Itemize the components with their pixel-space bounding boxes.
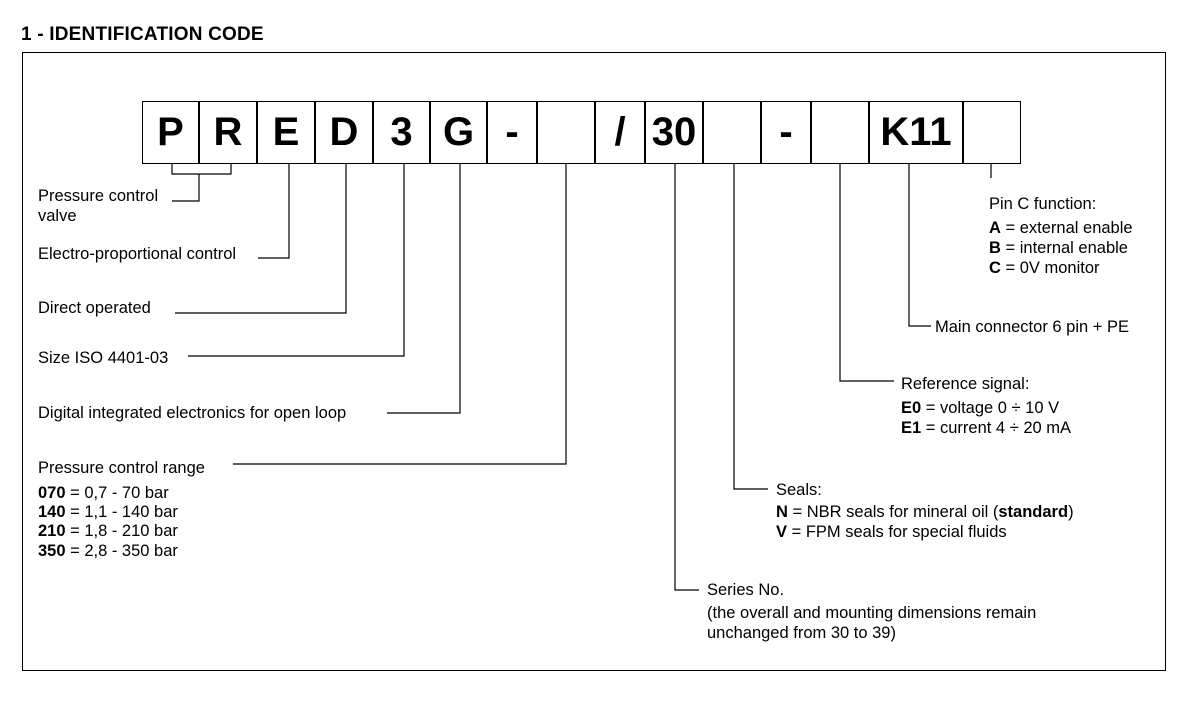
leader-series (674, 164, 699, 591)
code-box-connector: K11 (869, 101, 963, 164)
reference-option-e0: E0 = voltage 0 ÷ 10 V (901, 398, 1059, 418)
pinc-text: = internal enable (1000, 239, 1128, 257)
seals-bold-tail: standard (998, 503, 1069, 521)
leader-digital (387, 164, 461, 414)
seals-option-v: V = FPM seals for special fluids (776, 522, 1007, 542)
code-box-pressure-range (537, 101, 595, 164)
leader-size (188, 164, 405, 357)
leader-direct (175, 164, 347, 314)
label-connector: Main connector 6 pin + PE (935, 318, 1129, 336)
reference-code: E0 (901, 399, 922, 417)
range-option-070: 070 = 0,7 - 70 bar (38, 483, 169, 503)
label-series-note-1: (the overall and mounting dimensions rem… (707, 604, 1037, 622)
label-series-note-2: unchanged from 30 to 39) (707, 624, 896, 642)
pinc-code: A (989, 219, 1001, 237)
code-box-seals (703, 101, 761, 164)
range-text: = 1,1 - 140 bar (65, 503, 178, 521)
leader-reference (839, 164, 894, 382)
pinc-option-c: C = 0V monitor (989, 258, 1100, 278)
label-range-title: Pressure control range (38, 459, 205, 477)
reference-text: = current 4 ÷ 20 mA (921, 419, 1072, 437)
label-reference-title: Reference signal: (901, 375, 1030, 393)
pinc-code: C (989, 259, 1001, 277)
pinc-option-b: B = internal enable (989, 238, 1128, 258)
label-seals-title: Seals: (776, 481, 822, 499)
range-code: 140 (38, 503, 66, 521)
leader-pressure-range (233, 164, 567, 465)
label-series-title: Series No. (707, 581, 785, 599)
range-code: 350 (38, 542, 66, 560)
code-box-p: P (142, 101, 199, 164)
seals-code: V (776, 523, 788, 541)
leader-seals (733, 164, 768, 490)
code-box-size: 3 (373, 101, 430, 164)
leader-pressure-valve-stem (172, 174, 200, 202)
code-box-slash: / (595, 101, 645, 164)
code-box-e: E (257, 101, 315, 164)
seals-text: = NBR seals for mineral oil ( (787, 503, 999, 521)
seals-text: = FPM seals for special fluids (787, 523, 1007, 541)
code-box-reference (811, 101, 869, 164)
range-text: = 0,7 - 70 bar (65, 484, 169, 502)
leader-electro (258, 164, 290, 259)
leader-connector (908, 164, 931, 327)
reference-code: E1 (901, 419, 922, 437)
leader-pressure-valve (171, 164, 232, 175)
range-text: = 2,8 - 350 bar (65, 542, 178, 560)
pinc-text: = 0V monitor (1000, 259, 1100, 277)
seals-option-n: N = NBR seals for mineral oil (standard) (776, 502, 1074, 522)
pinc-code: B (989, 239, 1001, 257)
reference-text: = voltage 0 ÷ 10 V (921, 399, 1060, 417)
code-box-dash-2: - (761, 101, 811, 164)
seals-tail: ) (1068, 503, 1074, 521)
code-box-g: G (430, 101, 487, 164)
range-text: = 1,8 - 210 bar (65, 522, 178, 540)
label-pressure-valve-1: Pressure control (38, 187, 159, 205)
label-pressure-valve-2: valve (38, 207, 77, 225)
code-box-d: D (315, 101, 373, 164)
code-box-pin-c (963, 101, 1021, 164)
pinc-text: = external enable (1000, 219, 1133, 237)
label-digital: Digital integrated electronics for open … (38, 404, 347, 422)
label-size: Size ISO 4401-03 (38, 349, 169, 367)
code-box-series: 30 (645, 101, 703, 164)
label-electro: Electro-proportional control (38, 245, 237, 263)
range-code: 070 (38, 484, 66, 502)
code-box-dash-1: - (487, 101, 537, 164)
label-direct: Direct operated (38, 299, 151, 317)
section-title: 1 - IDENTIFICATION CODE (21, 24, 264, 45)
seals-code: N (776, 503, 788, 521)
pinc-option-a: A = external enable (989, 218, 1133, 238)
diagram-frame (22, 52, 1166, 671)
label-pinc-title: Pin C function: (989, 195, 1097, 213)
range-code: 210 (38, 522, 66, 540)
range-option-350: 350 = 2,8 - 350 bar (38, 541, 178, 561)
code-box-r: R (199, 101, 257, 164)
range-option-210: 210 = 1,8 - 210 bar (38, 521, 178, 541)
range-option-140: 140 = 1,1 - 140 bar (38, 502, 178, 522)
reference-option-e1: E1 = current 4 ÷ 20 mA (901, 418, 1071, 438)
